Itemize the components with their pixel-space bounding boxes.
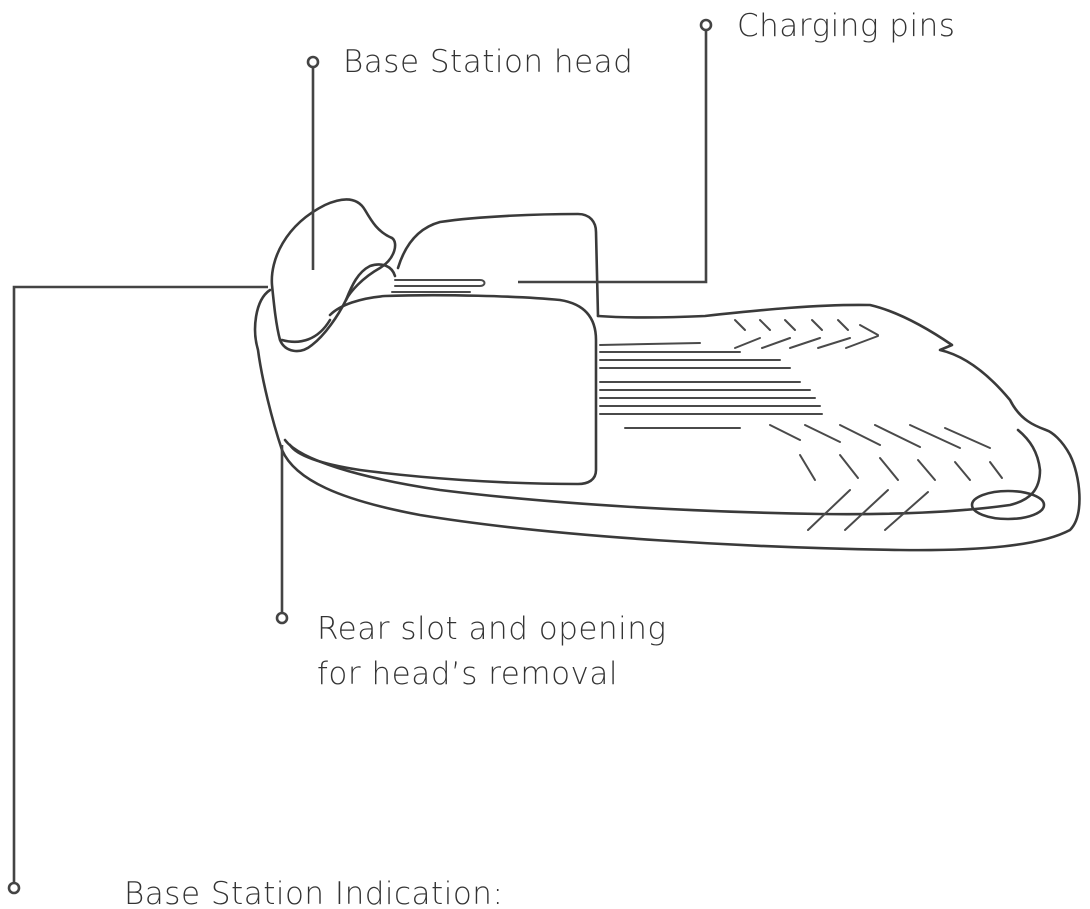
- label-rear-slot-line1: Rear slot and opening: [317, 607, 666, 651]
- base-plate-inner-rim: [285, 430, 1040, 514]
- label-base-station-head: Base Station head: [343, 40, 633, 84]
- station-rear-body: [290, 295, 596, 484]
- callout-leaders: [9, 20, 711, 893]
- charging-pin-upper: [395, 280, 485, 286]
- label-rear-slot-line2: for head’s removal: [317, 652, 618, 696]
- station-head: [272, 199, 395, 351]
- station-head-lip: [282, 320, 330, 342]
- label-base-station-indication: Base Station Indication:: [124, 872, 503, 909]
- label-charging-pins: Charging pins: [737, 4, 955, 48]
